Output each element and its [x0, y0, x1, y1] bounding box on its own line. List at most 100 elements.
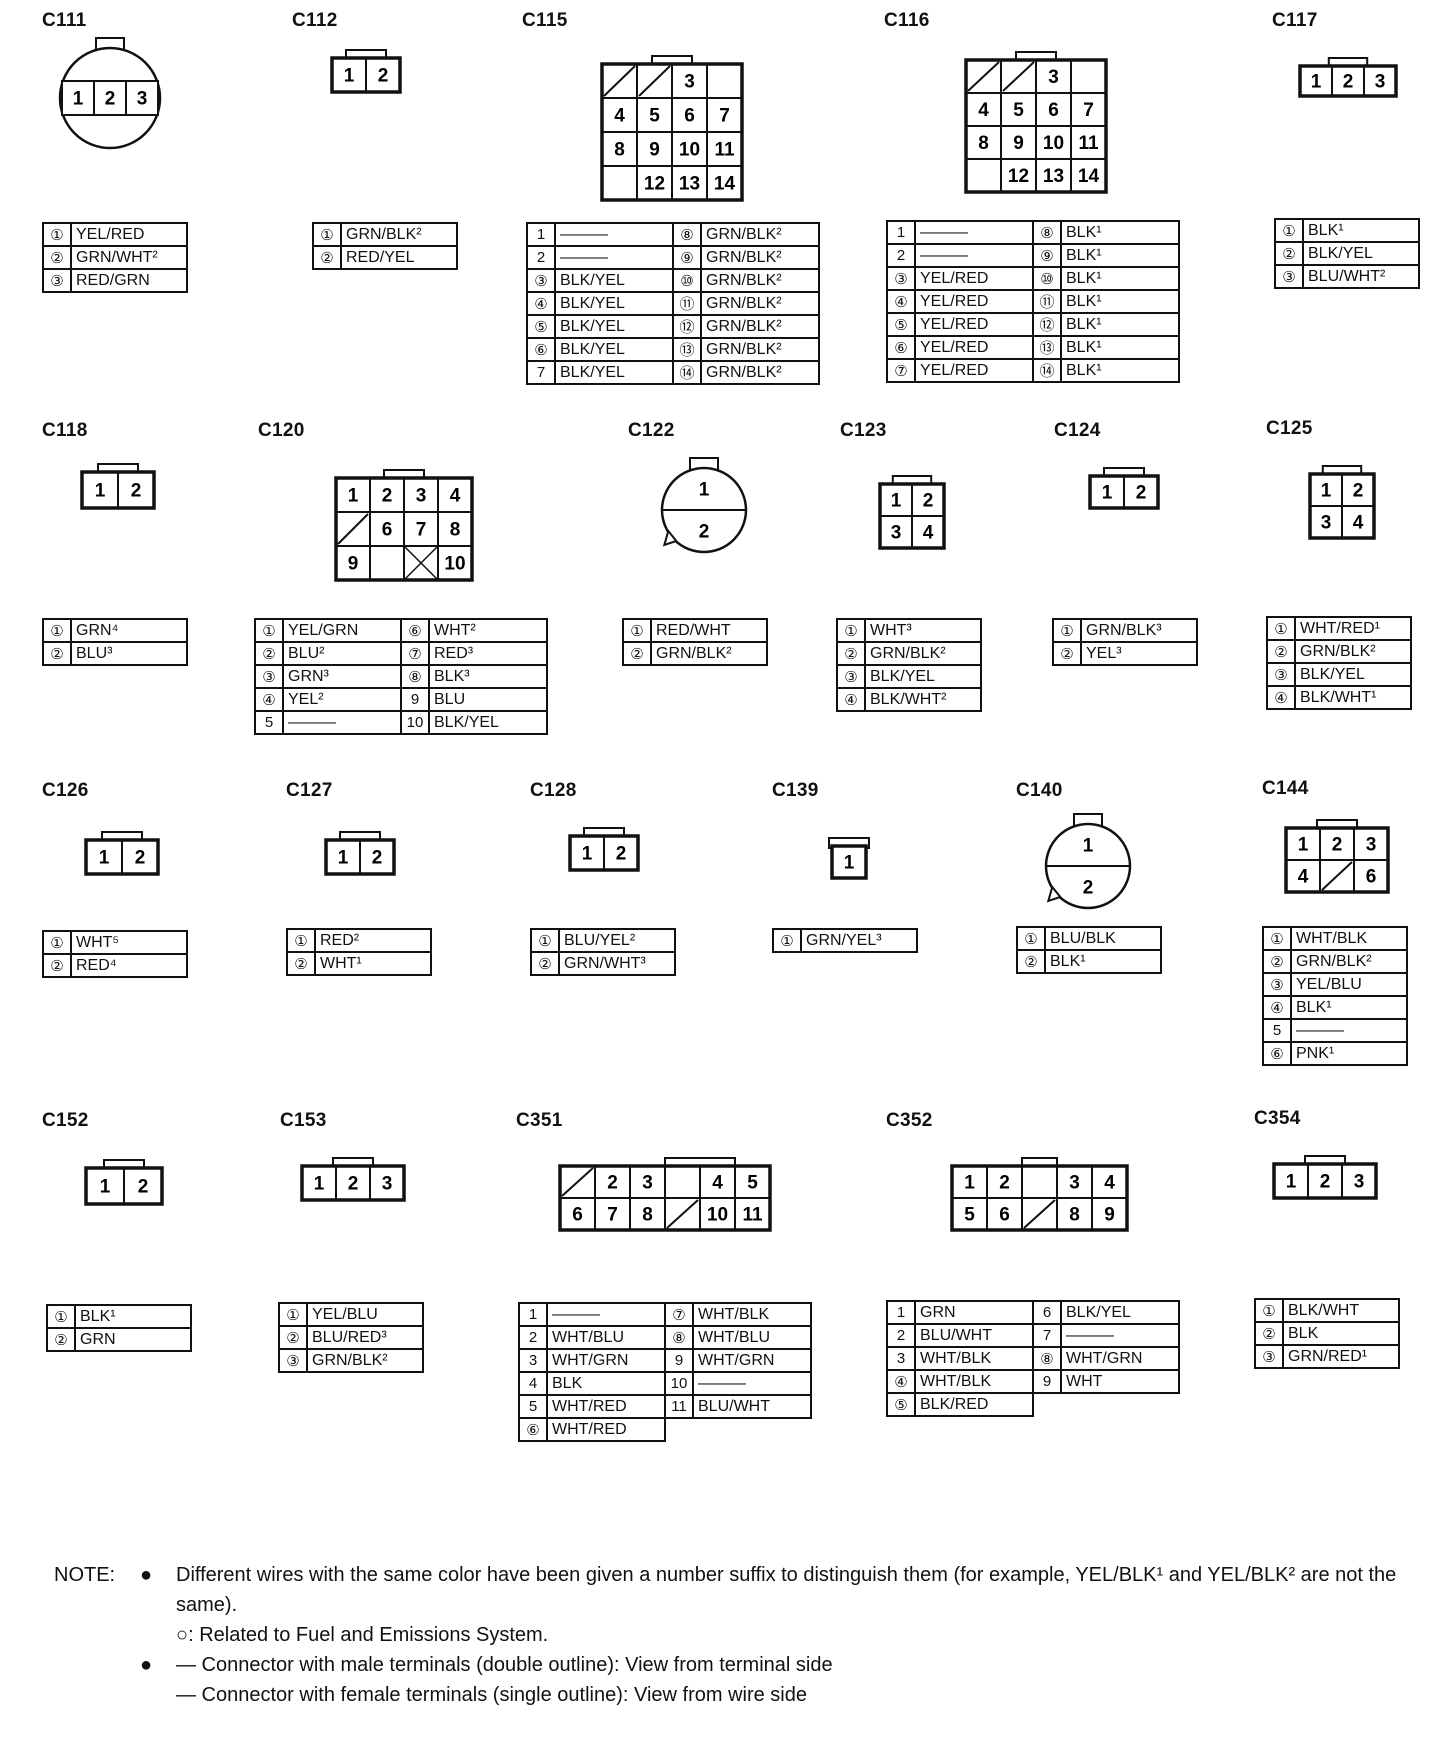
pin-number-12: 12: [644, 174, 665, 195]
pin-number-1: 1: [582, 844, 593, 865]
pin-number-10: 10: [679, 140, 700, 161]
wire-color: BLK¹: [1060, 243, 1180, 268]
wire-color: BLK/WHT: [1282, 1298, 1400, 1323]
pin-number-2: 2: [1320, 1172, 1331, 1193]
wire-color: WHT/BLK: [1290, 926, 1408, 951]
pin-number: ⑥: [1262, 1041, 1292, 1066]
wire-color: BLK/RED: [914, 1392, 1034, 1417]
wire-color: BLK/YEL: [554, 314, 674, 339]
wire-color: BLU/WHT²: [1302, 264, 1420, 289]
pin-number-1: 1: [1286, 1172, 1297, 1193]
wire-color: WHT²: [428, 618, 548, 643]
connector-title: C111: [42, 10, 87, 31]
pin-number: 11: [664, 1394, 694, 1419]
pin-number-2: 2: [923, 491, 934, 512]
wire-color: WHT/RED¹: [1294, 616, 1412, 641]
pin-number: 7: [526, 360, 556, 385]
pin-number: ⑩: [1032, 266, 1062, 291]
pin-number: 9: [664, 1348, 694, 1373]
pin-number: ①: [1266, 616, 1296, 641]
pin-number-6: 6: [1366, 867, 1377, 888]
pin-number: 5: [518, 1394, 548, 1419]
pin-number: ③: [1266, 662, 1296, 687]
pin-number-6: 6: [382, 520, 393, 541]
pin-number-2: 2: [348, 1174, 359, 1195]
pin-number-4: 4: [614, 106, 625, 127]
pin-number: ①: [286, 928, 316, 953]
pin-number: ①: [1254, 1298, 1284, 1323]
pin-number: ⑦: [886, 358, 916, 383]
pin-number: 9: [400, 687, 430, 712]
wire-color: BLK¹: [1060, 289, 1180, 314]
pin-number-13: 13: [1043, 166, 1064, 187]
pin-number: ②: [312, 245, 342, 270]
wire-color: BLK³: [428, 664, 548, 689]
wire-color: WHT/BLK: [914, 1369, 1034, 1394]
pin-number-2: 2: [382, 486, 393, 507]
connector-title: C115: [522, 10, 568, 31]
pin-number-10: 10: [444, 554, 465, 575]
pin-number: ②: [1262, 949, 1292, 974]
wire-color: BLK/YEL: [428, 710, 548, 735]
pin-number-4: 4: [1298, 867, 1309, 888]
wire-color: GRN³: [282, 664, 402, 689]
pin-number: ②: [1254, 1321, 1284, 1346]
pin-number: ③: [836, 664, 866, 689]
pin-number: 10: [664, 1371, 694, 1396]
pin-number: ⑪: [1032, 289, 1062, 314]
connector-title: C352: [886, 1110, 933, 1131]
wire-color: GRN/BLK²: [650, 641, 768, 666]
pin-number: ①: [42, 618, 72, 643]
pin-number: 2: [886, 243, 916, 268]
pin-number: ④: [1262, 995, 1292, 1020]
pin-number-7: 7: [719, 106, 730, 127]
wire-color: BLK¹: [74, 1304, 192, 1329]
wire-color: BLK/YEL: [1060, 1300, 1180, 1325]
pin-number: ②: [622, 641, 652, 666]
pin-number: ④: [886, 289, 916, 314]
pin-number-2: 2: [138, 1177, 149, 1198]
wire-color: RED⁴: [70, 953, 188, 978]
pin-number: ③: [1274, 264, 1304, 289]
wire-color: BLK: [546, 1371, 666, 1396]
pin-number: ⑧: [664, 1325, 694, 1350]
pin-number: 3: [886, 1346, 916, 1371]
wire-color: GRN/BLK³: [1080, 618, 1198, 643]
pin-number: 9: [1032, 1369, 1062, 1394]
wire-color: GRN/YEL³: [800, 928, 918, 953]
wire-color: BLU³: [70, 641, 188, 666]
wire-color: BLK/WHT¹: [1294, 685, 1412, 710]
pin-number-4: 4: [712, 1173, 723, 1194]
wire-color: WHT/RED: [546, 1394, 666, 1419]
pin-number: ④: [886, 1369, 916, 1394]
wire-color: GRN/BLK²: [700, 245, 820, 270]
pin-number-2: 2: [1136, 483, 1147, 504]
connector-face: 12: [1044, 813, 1132, 910]
pin-number: ⑤: [886, 312, 916, 337]
wire-color: YEL/GRN: [282, 618, 402, 643]
pin-number-9: 9: [1013, 133, 1024, 154]
